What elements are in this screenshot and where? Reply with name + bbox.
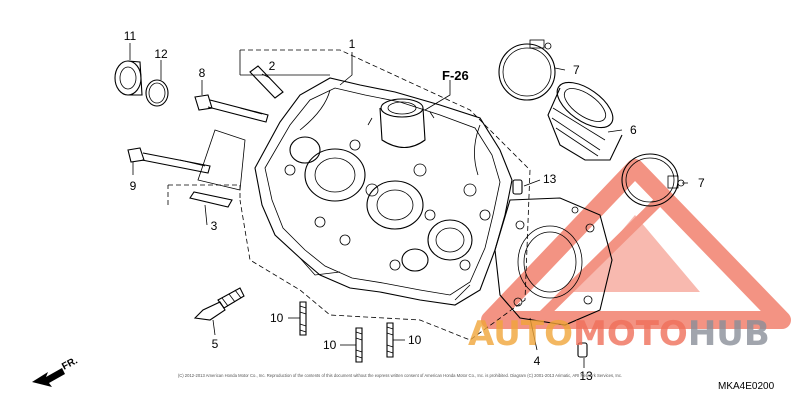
callout-9: 9: [130, 179, 137, 193]
callout-7b: 7: [698, 176, 705, 190]
callout-6: 6: [630, 123, 637, 137]
diagram-code: MKA4E0200: [718, 381, 775, 392]
sealing-bolt: [194, 94, 269, 123]
callout-2: 2: [269, 59, 276, 73]
callout-10a: 10: [270, 311, 284, 325]
dowel-13-upper: [512, 179, 523, 195]
dowel-13-lower: [577, 342, 588, 358]
callout-10c: 10: [408, 333, 422, 347]
callout-13a: 13: [543, 172, 557, 186]
front-arrow-icon: [32, 368, 65, 387]
stud-bolt-2: [355, 327, 363, 363]
band-clamp-upper: [498, 39, 556, 101]
callout-3: 3: [211, 219, 218, 233]
callout-7a: 7: [573, 63, 580, 77]
callout-11: 11: [124, 29, 137, 43]
reference-label: F-26: [442, 68, 469, 83]
watermark-text: AUTOMOTOHUB: [468, 314, 770, 354]
head-gasket: [494, 197, 613, 326]
o-ring: [145, 79, 169, 107]
spark-plug: [193, 287, 245, 321]
cap: [114, 60, 143, 96]
insulator: [547, 81, 623, 161]
callout-13b: 13: [579, 369, 593, 383]
copyright-notice: (C) 2012-2013 American Honda Motor Co., …: [178, 373, 622, 378]
callout-10b: 10: [323, 338, 337, 352]
callout-12: 12: [154, 47, 168, 61]
leader-lines: [129, 43, 688, 368]
stud-bolt-1: [299, 301, 307, 336]
flange-bolt: [127, 147, 211, 174]
dowel-pin-upper: [249, 65, 284, 99]
front-direction-label: FR.: [60, 355, 80, 372]
watermark-logo-icon: [481, 159, 791, 329]
callout-1: 1: [349, 37, 356, 51]
callout-5: 5: [212, 337, 219, 351]
callout-8: 8: [199, 66, 206, 80]
cylinder-head: [254, 77, 513, 306]
dowel-pin-lower: [189, 191, 233, 208]
callout-4: 4: [534, 354, 541, 368]
stud-bolt-3: [386, 322, 394, 358]
head-outline-dashed: [167, 49, 531, 341]
